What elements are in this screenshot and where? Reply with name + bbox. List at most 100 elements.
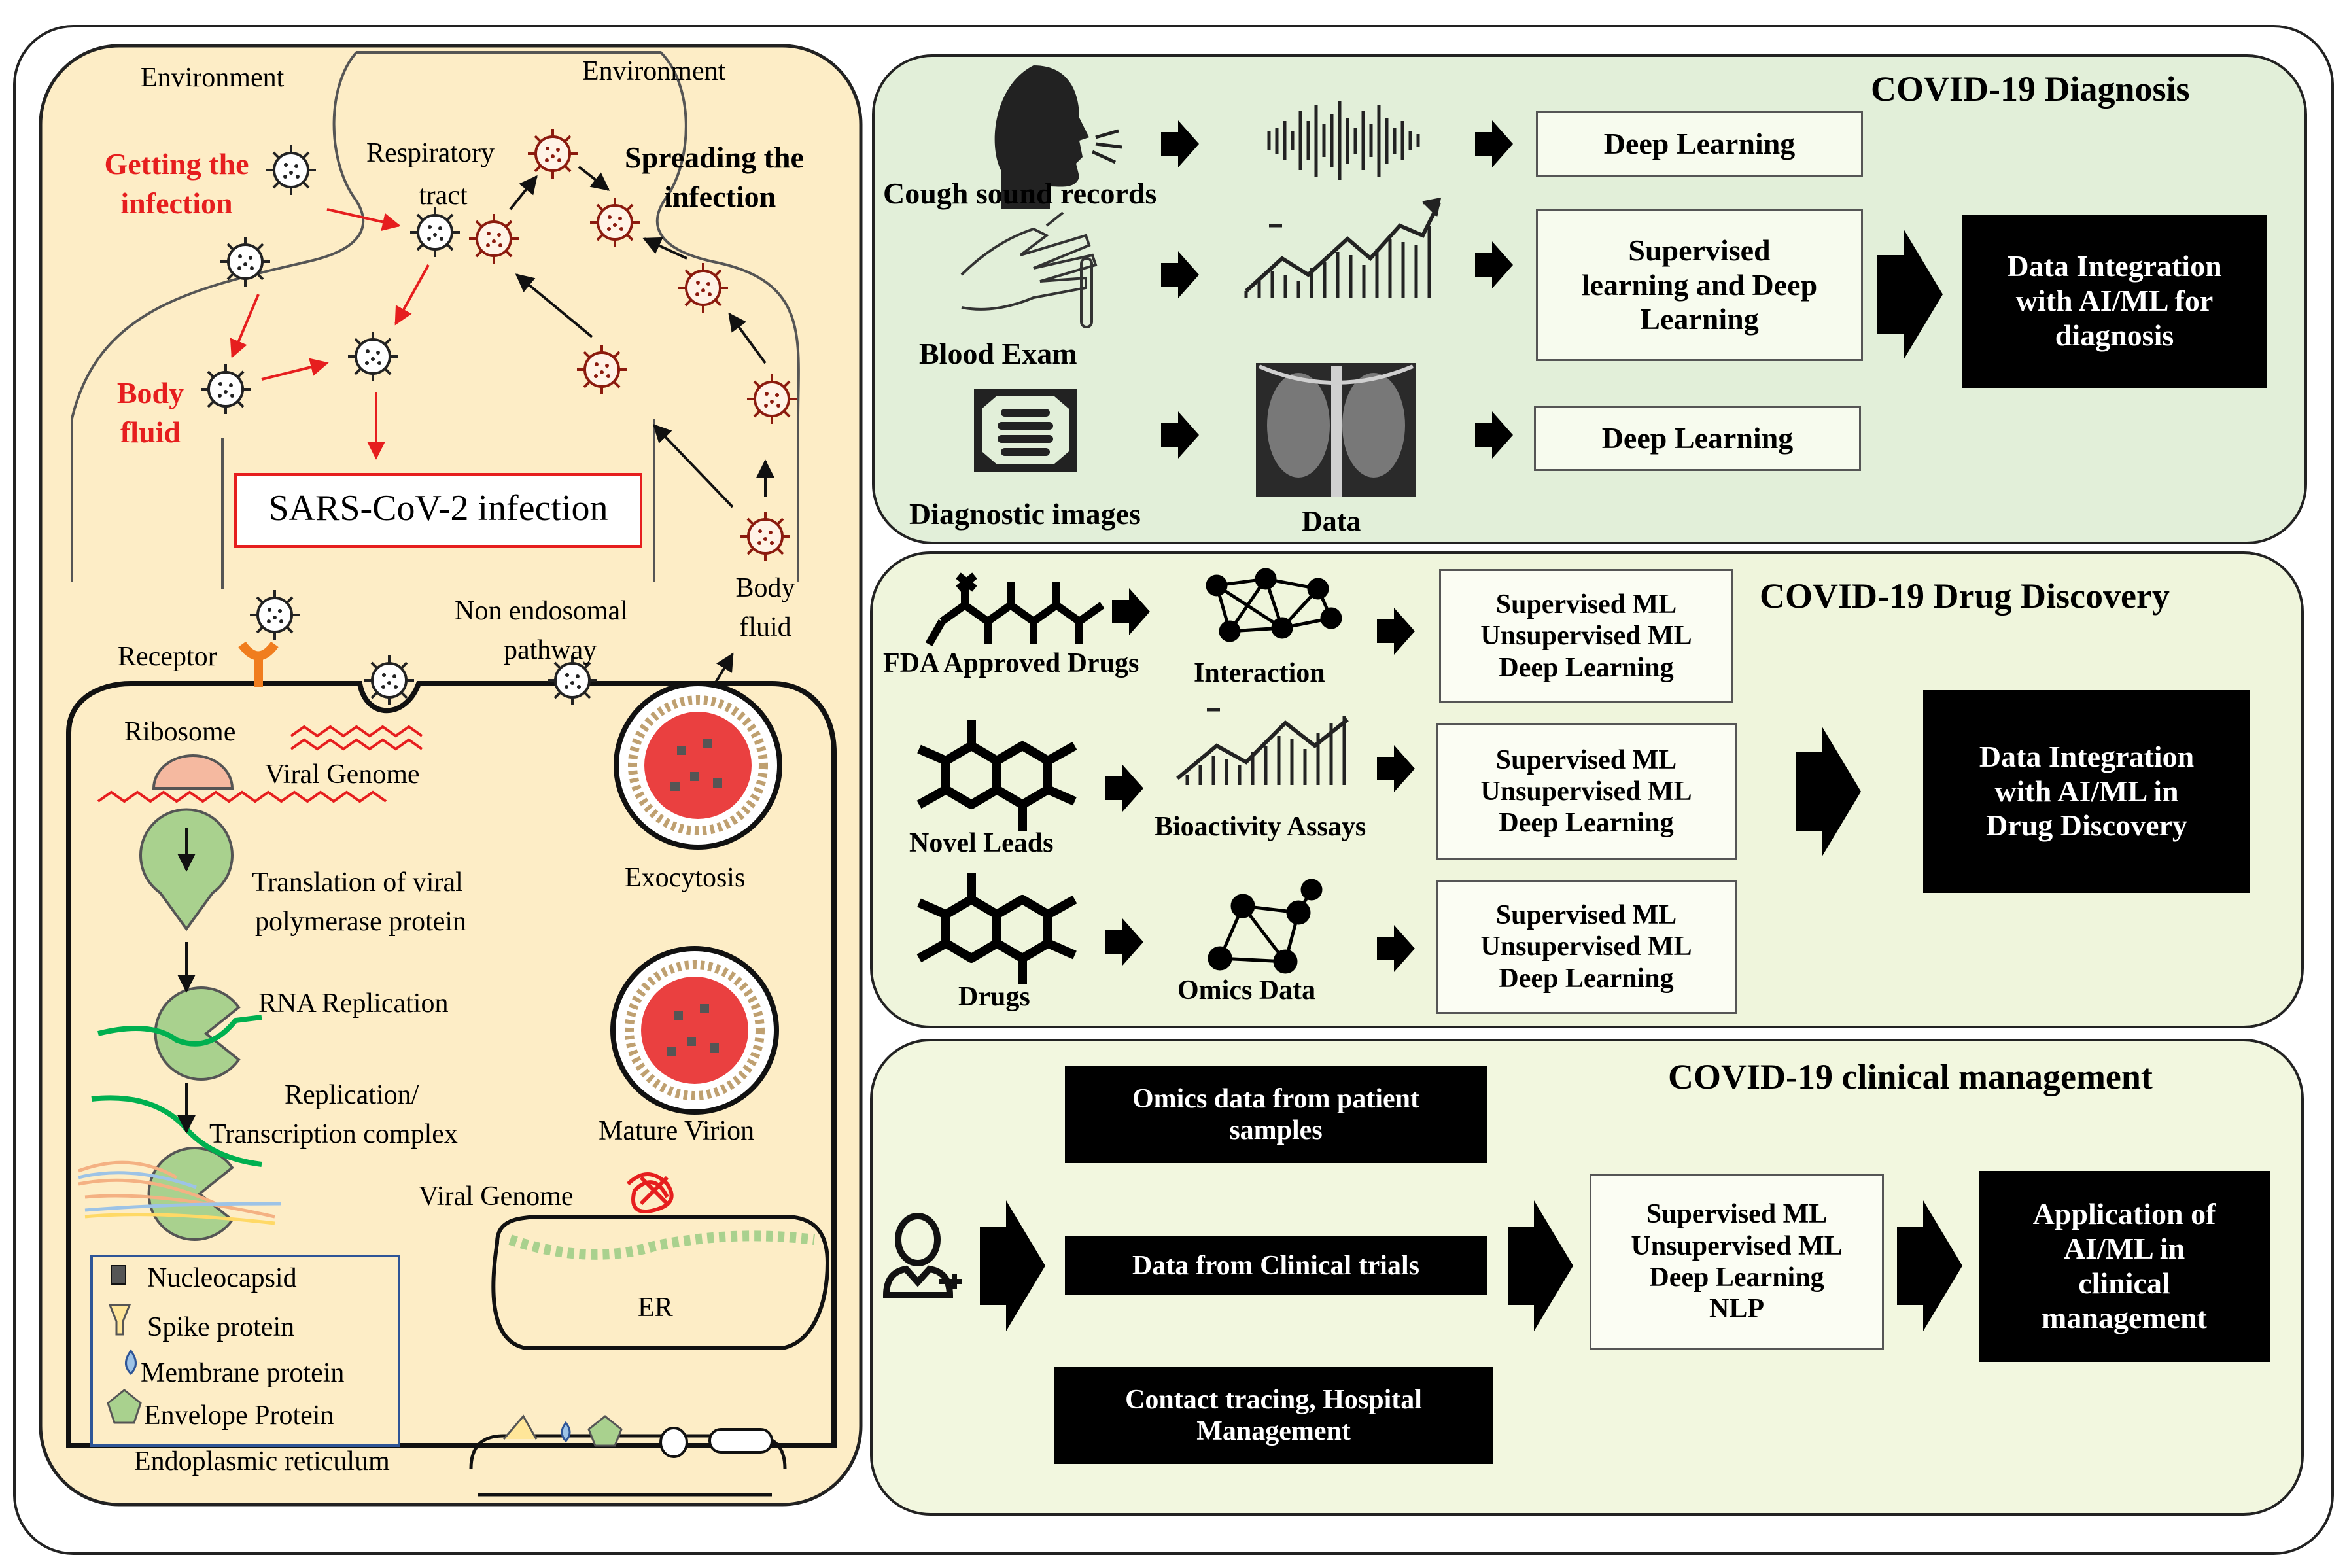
receptor-label: Receptor: [118, 642, 217, 672]
viral-genome-bottom-label: Viral Genome: [419, 1181, 574, 1211]
clinical-trials-box: Data from Clinical trials: [1065, 1236, 1487, 1295]
fda-drugs-label: FDA Approved Drugs: [883, 648, 1139, 678]
drug-ml-box-2-line-1: Supervised ML: [1495, 744, 1677, 775]
getting-infection-label-2: infection: [120, 186, 233, 220]
drug-ml-box-3-line-1: Supervised ML: [1495, 900, 1677, 931]
drug-ml-box-2: Supervised ML Unsupervised ML Deep Learn…: [1436, 723, 1737, 860]
drug-ml-box-3-line-3: Deep Learning: [1499, 963, 1674, 994]
drug-integration-line-1: Data Integration: [1979, 739, 2195, 773]
respiratory-label-2: tract: [419, 181, 468, 211]
clinical-ml-line-2: Unsupervised ML: [1631, 1230, 1843, 1261]
clinical-ml-line-1: Supervised ML: [1646, 1199, 1828, 1230]
interaction-network-icon: [1206, 568, 1342, 642]
legend-nucleocapsid-label: Nucleocapsid: [147, 1263, 297, 1293]
data-label: Data: [1302, 505, 1361, 537]
bioactivity-label: Bioactivity Assays: [1155, 812, 1366, 842]
environment-left-label: Environment: [141, 63, 285, 93]
spreading-label-1: Spreading the: [625, 141, 804, 174]
cough-records-label: Cough sound records: [883, 177, 1157, 210]
drug-ml-box-2-line-3: Deep Learning: [1499, 808, 1674, 839]
nucleocapsid-icon: [111, 1265, 126, 1285]
contact-tracing-line-2: Management: [1196, 1416, 1351, 1446]
drugs-label: Drugs: [958, 982, 1030, 1012]
translation-label-2: polymerase protein: [255, 907, 467, 937]
exocytosis-virion: [614, 681, 782, 850]
xray-icon: [974, 389, 1077, 472]
sound-wave-icon: [1267, 101, 1420, 180]
body-outline-right: [356, 51, 800, 582]
fda-drug-molecule-icon: [925, 572, 1105, 646]
non-endosomal-label-1: Non endosomal: [455, 596, 628, 626]
omics-patient-line-2: samples: [1229, 1115, 1323, 1145]
environment-right-label: Environment: [582, 56, 726, 86]
respiratory-label-1: Respiratory: [366, 138, 495, 168]
clinical-trials-text: Data from Clinical trials: [1132, 1250, 1419, 1281]
clinical-ml-box: Supervised ML Unsupervised ML Deep Learn…: [1590, 1174, 1884, 1350]
body-fluid-red-label-2: fluid: [120, 415, 181, 449]
clinical-application-box: Application of AI/ML in clinical managem…: [1979, 1171, 2270, 1362]
non-endosomal-label-2: pathway: [504, 635, 597, 665]
clinical-title: COVID-19 clinical management: [1668, 1057, 2153, 1096]
replication-label-2: Transcription complex: [209, 1119, 458, 1149]
novel-leads-label: Novel Leads: [909, 828, 1054, 858]
drug-ml-box-1-line-1: Supervised ML: [1495, 589, 1677, 620]
drug-discovery-title: COVID-19 Drug Discovery: [1760, 576, 2170, 616]
diagnosis-integration-box: Data Integration with AI/ML for diagnosi…: [1962, 215, 2267, 388]
omics-patient-box: Omics data from patient samples: [1065, 1066, 1487, 1163]
legend-box: [90, 1255, 400, 1447]
body-outline-left: [71, 51, 365, 582]
contact-tracing-box: Contact tracing, Hospital Management: [1054, 1367, 1493, 1464]
drug-ml-box-1: Supervised ML Unsupervised ML Deep Learn…: [1439, 569, 1733, 703]
mature-virion-shape: [610, 946, 779, 1115]
blood-exam-icon: [960, 211, 1098, 328]
diagnostic-images-label: Diagnostic images: [909, 497, 1141, 531]
ribosome-shape: [152, 754, 234, 790]
clinical-application-line-2: AI/ML in: [2063, 1232, 2185, 1266]
legend-envelope-label: Envelope Protein: [144, 1401, 334, 1431]
deep-learning-box-1: Deep Learning: [1536, 111, 1863, 177]
clinical-application-line-3: clinical: [2078, 1266, 2170, 1300]
spike-protein-icon: [108, 1304, 131, 1336]
drug-ml-box-3-line-2: Unsupervised ML: [1480, 932, 1692, 962]
diagnosis-integration-line-3: diagnosis: [2055, 318, 2174, 352]
diagnosis-integration-line-2: with AI/ML for: [2015, 284, 2214, 318]
legend-spike-label: Spike protein: [147, 1312, 295, 1342]
drug-ml-box-2-line-2: Unsupervised ML: [1480, 776, 1692, 807]
replication-label-1: Replication/: [285, 1080, 419, 1110]
membrane-protein-icon: [125, 1349, 137, 1376]
deep-learning-box-2: Deep Learning: [1534, 406, 1861, 471]
drug-ml-box-1-line-3: Deep Learning: [1499, 652, 1674, 683]
supervised-box-line-3: Learning: [1640, 302, 1759, 336]
sars-infection-box: [234, 473, 642, 548]
exocytosis-label: Exocytosis: [625, 863, 746, 893]
supervised-deep-learning-box: Supervised learning and Deep Learning: [1536, 209, 1863, 361]
mature-virion-label: Mature Virion: [599, 1116, 755, 1146]
drug-integration-line-2: with AI/ML in: [1994, 774, 2179, 808]
doctor-icon: [882, 1213, 954, 1298]
body-fluid-red-label-1: Body: [116, 376, 184, 409]
drug-integration-box: Data Integration with AI/ML in Drug Disc…: [1923, 690, 2250, 893]
viral-genome-top-label: Viral Genome: [265, 759, 420, 790]
supervised-box-line-2: learning and Deep: [1581, 268, 1818, 302]
endoplasmic-reticulum-label: Endoplasmic reticulum: [134, 1446, 390, 1476]
deep-learning-box-2-text: Deep Learning: [1601, 421, 1794, 455]
cough-head-icon: [994, 65, 1089, 209]
receptor-shape: [238, 641, 279, 687]
clinical-application-line-4: management: [2042, 1300, 2207, 1334]
body-fluid-label-2: fluid: [739, 612, 791, 642]
omics-patient-line-1: Omics data from patient: [1132, 1083, 1419, 1114]
chest-xray-image: [1256, 363, 1416, 497]
diagnosis-integration-line-1: Data Integration: [2007, 249, 2222, 283]
spreading-label-2: infection: [664, 180, 776, 213]
body-fluid-label-1: Body: [735, 573, 795, 603]
drug-integration-line-3: Drug Discovery: [1986, 809, 2187, 843]
omics-data-label: Omics Data: [1177, 975, 1316, 1005]
ribosome-label: Ribosome: [124, 717, 236, 747]
clinical-ml-line-3: Deep Learning: [1649, 1263, 1824, 1293]
interaction-label: Interaction: [1194, 658, 1325, 688]
viral-genome-tangle: [626, 1172, 674, 1213]
deep-learning-box-1-text: Deep Learning: [1603, 126, 1796, 160]
drug-ml-box-1-line-2: Unsupervised ML: [1480, 621, 1692, 652]
sars-infection-label: SARS-CoV-2 infection: [268, 488, 608, 529]
